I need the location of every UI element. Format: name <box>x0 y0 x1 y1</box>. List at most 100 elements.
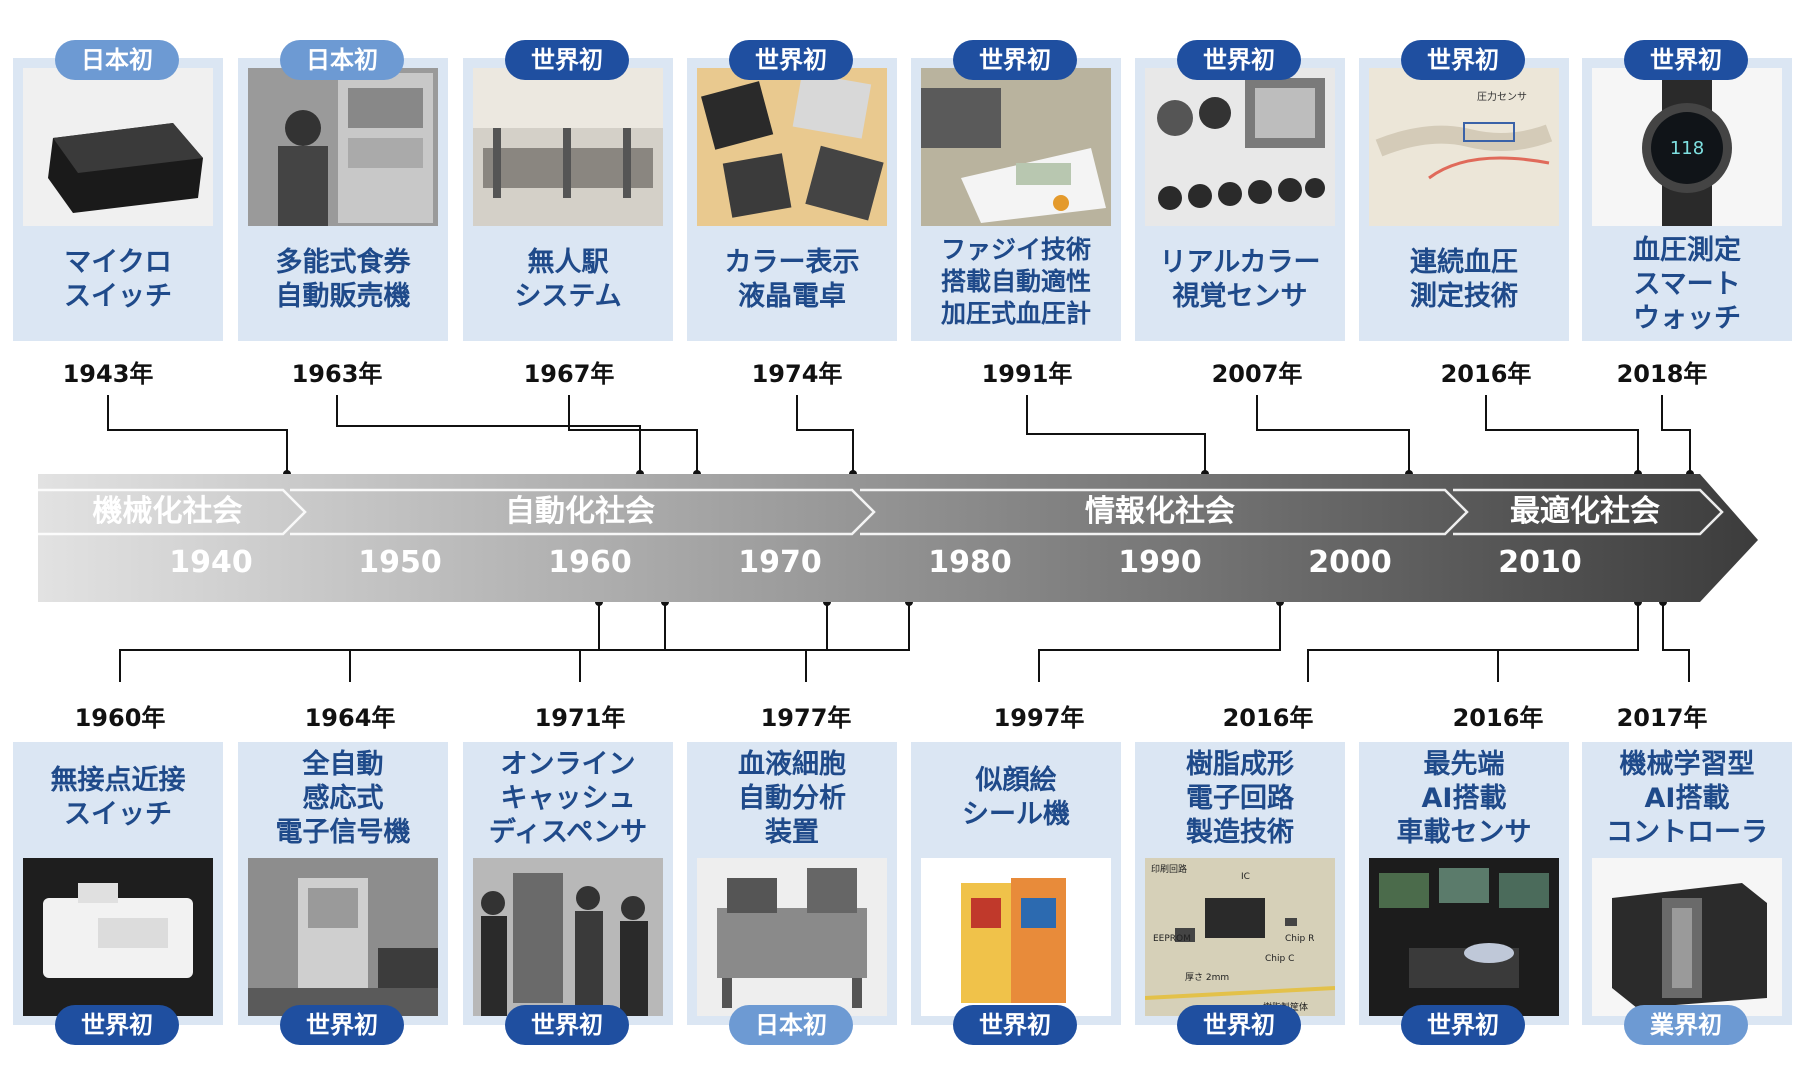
connector-1997 <box>1038 602 1281 682</box>
cash-dispenser-photo <box>473 858 663 1016</box>
year-label: 1943年 <box>62 360 154 388</box>
badge: 世界初 <box>280 1005 404 1045</box>
connector-1977 <box>805 602 910 682</box>
badge: 世界初 <box>1624 40 1748 80</box>
blood-pressure-monitor-photo <box>921 68 1111 226</box>
badge: 日本初 <box>280 40 404 80</box>
milestone-card-ai-car-sensor: 最先端 AI搭載 車載センサ <box>1359 742 1569 1025</box>
photo-label: Chip C <box>1265 954 1295 964</box>
decade-1970: 1970 <box>738 545 822 580</box>
year-label: 1974年 <box>751 360 843 388</box>
milestone-title: 機械学習型 AI搭載 コントローラ <box>1606 749 1768 848</box>
milestone-card-blood-pressure: ファジイ技術 搭載自動適性 加圧式血圧計 <box>911 58 1121 341</box>
year-label: 1963年 <box>291 360 383 388</box>
badge: 世界初 <box>1177 1005 1301 1045</box>
badge: 世界初 <box>953 1005 1077 1045</box>
milestone-title: 無人駅 システム <box>514 247 622 312</box>
milestone-card-continuous-bp: 圧力センサ 連続血圧 測定技術 <box>1359 58 1569 341</box>
vision-sensor-photo <box>1145 68 1335 226</box>
timeline-arrow <box>38 474 1758 602</box>
badge: 世界初 <box>505 1005 629 1045</box>
milestone-card-micro-switch: マイクロ スイッチ <box>13 58 223 341</box>
milestone-title: 血液細胞 自動分析 装置 <box>738 749 846 848</box>
milestone-card-unmanned-station: 無人駅 システム <box>463 58 673 341</box>
photo-label: EEPROM <box>1153 934 1191 944</box>
lcd-calculator-photo <box>697 68 887 226</box>
decade-1960: 1960 <box>548 545 632 580</box>
connector-1974 <box>796 395 854 474</box>
decade-1980: 1980 <box>928 545 1012 580</box>
sticker-machine-photo <box>921 858 1111 1016</box>
ai-car-sensor-photo <box>1369 858 1559 1016</box>
badge: 日本初 <box>55 40 179 80</box>
decade-1950: 1950 <box>358 545 442 580</box>
era-label-information: 情報化社会 <box>1085 494 1235 529</box>
year-label: 2016年 <box>1452 704 1544 732</box>
year-label: 2016年 <box>1440 360 1532 388</box>
connector-1967 <box>568 395 698 474</box>
traffic-signal-photo <box>248 858 438 1016</box>
photo-label: Chip R <box>1285 934 1315 944</box>
decade-2000: 2000 <box>1308 545 1392 580</box>
badge: 世界初 <box>1401 40 1525 80</box>
connector-2016-car <box>1497 649 1638 682</box>
connector-2007 <box>1256 395 1410 474</box>
era-chevron-4 <box>1453 488 1724 536</box>
badge: 世界初 <box>505 40 629 80</box>
blood-analyzer-photo <box>697 858 887 1016</box>
milestone-title: オンライン キャッシュ ディスペンサ <box>488 749 648 848</box>
milestone-card-traffic-signal: 全自動 感応式 電子信号機 <box>238 742 448 1025</box>
year-label: 2007年 <box>1211 360 1303 388</box>
year-label: 1964年 <box>304 704 396 732</box>
micro-switch-photo <box>23 68 213 226</box>
badge: 世界初 <box>1401 1005 1525 1045</box>
era-chevron-3 <box>860 488 1469 536</box>
proximity-switch-photo <box>23 858 213 1016</box>
milestone-title: 似顔絵 シール機 <box>962 765 1070 830</box>
milestone-title: 全自動 感応式 電子信号機 <box>275 749 411 848</box>
connector-1943 <box>107 395 288 474</box>
era-label-automation: 自動化社会 <box>505 494 655 529</box>
connector-2016-top <box>1485 395 1639 474</box>
year-label: 2017年 <box>1616 704 1708 732</box>
year-label: 1991年 <box>981 360 1073 388</box>
badge: 業界初 <box>1624 1005 1748 1045</box>
photo-label: 厚さ 2mm <box>1185 973 1230 983</box>
milestone-card-resin-circuit: 樹脂成形 電子回路 製造技術 印刷回路 IC EEPROM Chip R Chi… <box>1135 742 1345 1025</box>
milestone-card-lcd-calculator: カラー表示 液晶電卓 <box>687 58 897 341</box>
ai-controller-photo <box>1592 858 1782 1016</box>
badge: 世界初 <box>953 40 1077 80</box>
year-label: 1960年 <box>74 704 166 732</box>
badge: 世界初 <box>55 1005 179 1045</box>
era-chevron-1 <box>38 488 307 536</box>
milestone-card-ticket-vending: 多能式食券 自動販売機 <box>238 58 448 341</box>
connector-1991 <box>1026 395 1206 474</box>
year-label: 1977年 <box>760 704 852 732</box>
milestone-title: ファジイ技術 搭載自動適性 加圧式血圧計 <box>940 235 1091 328</box>
milestone-title: マイクロ スイッチ <box>64 247 172 312</box>
connector-2018 <box>1661 395 1691 474</box>
milestone-title: 樹脂成形 電子回路 製造技術 <box>1186 749 1294 848</box>
badge: 日本初 <box>729 1005 853 1045</box>
badge: 世界初 <box>1177 40 1301 80</box>
year-label: 2018年 <box>1616 360 1708 388</box>
era-chevron-2 <box>290 488 876 536</box>
milestone-card-smartwatch: 118 血圧測定 スマート ウォッチ <box>1582 58 1792 341</box>
resin-circuit-photo: 印刷回路 IC EEPROM Chip R Chip C 厚さ 2mm 樹脂製筐… <box>1145 858 1335 1016</box>
milestone-card-sticker-machine: 似顔絵 シール機 <box>911 742 1121 1025</box>
photo-label-pressure-sensor: 圧力センサ <box>1477 92 1527 103</box>
photo-label: IC <box>1241 872 1250 882</box>
milestone-title: 多能式食券 自動販売機 <box>275 247 411 312</box>
unmanned-station-photo <box>473 68 663 226</box>
milestone-title: 血圧測定 スマート ウォッチ <box>1633 235 1741 334</box>
decade-1990: 1990 <box>1118 545 1202 580</box>
year-label: 1967年 <box>523 360 615 388</box>
milestone-card-proximity-switch: 無接点近接 スイッチ <box>13 742 223 1025</box>
ticket-vending-photo <box>248 68 438 226</box>
connector-1964 <box>349 602 666 682</box>
connector-2017 <box>1662 602 1690 682</box>
milestone-title: 無接点近接 スイッチ <box>50 765 186 830</box>
connector-1971 <box>579 602 828 682</box>
connector-1960 <box>119 602 600 682</box>
year-label: 2016年 <box>1222 704 1314 732</box>
